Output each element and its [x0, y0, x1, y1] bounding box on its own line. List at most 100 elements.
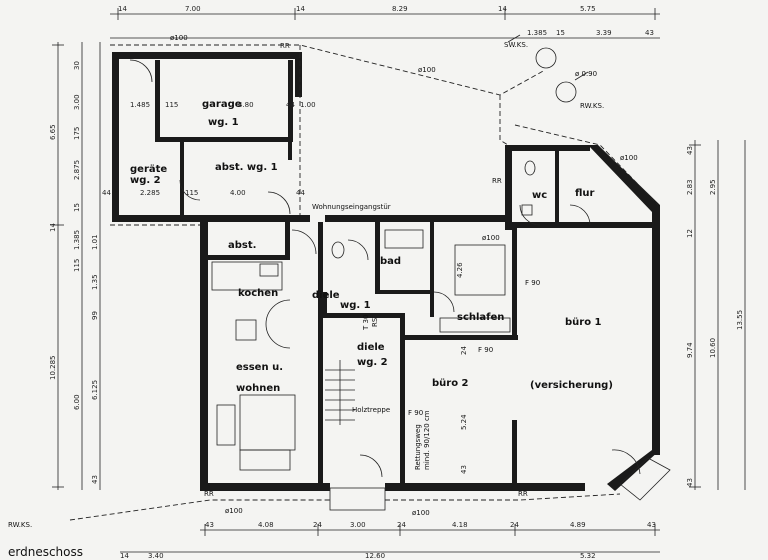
dim-left-outer-2: 10.285 — [49, 356, 57, 381]
label-rr-2: RR — [204, 490, 214, 498]
room-labels: garage wg. 1 geräte wg. 2 abst. wg. 1 ab… — [130, 99, 613, 394]
dim-bottom-0: 43 — [205, 521, 214, 529]
dim-left-outer-0: 6.65 — [49, 124, 57, 140]
room-garage-unit: wg. 1 — [208, 117, 239, 128]
room-diele1-unit: wg. 1 — [340, 300, 371, 311]
dim-geraete-row-2: 115 — [185, 189, 198, 197]
room-buero2: büro 2 — [432, 378, 469, 389]
door-abst — [179, 179, 201, 201]
dim-left-outer-1: 14 — [49, 223, 57, 232]
door-kochen — [265, 299, 291, 349]
dim-left-inner-5: 1.385 — [73, 230, 81, 250]
dim-inner-3: 43 — [460, 465, 468, 474]
label-wohnungseingangstuer: Wohnungseingangstür — [312, 203, 391, 211]
dim-left-inner-0: 30 — [73, 61, 81, 70]
label-rr-4: RR — [492, 177, 502, 185]
dim-top-7: 15 — [556, 29, 565, 37]
label-phi100-6: ø100 — [482, 234, 500, 242]
room-schlafen: schlafen — [457, 312, 504, 323]
fixtures — [211, 160, 671, 511]
dim-bottom-5: 4.18 — [452, 521, 468, 529]
walls — [112, 52, 660, 491]
dim-left-inner-6: 1.01 — [91, 234, 99, 250]
dim-bottom-total-1: 3.40 — [148, 552, 164, 560]
left-dimensions: 6.65 14 10.285 30 3.00 175 2.875 15 1.38… — [49, 61, 99, 484]
sofa — [239, 449, 291, 471]
dim-left-inner-3: 2.875 — [73, 160, 81, 180]
buero1-steps — [619, 457, 671, 501]
dim-right-1: 2.83 — [686, 179, 694, 195]
label-phi100-4: ø100 — [225, 507, 243, 515]
room-diele2: diele — [357, 342, 385, 353]
plan-title: erdneschoss — [8, 545, 83, 559]
dim-bottom-6: 24 — [510, 521, 519, 529]
dim-right-0: 43 — [686, 146, 694, 155]
label-rettungsweg: Rettungsweg — [414, 424, 422, 470]
dim-top-1: 7.00 — [185, 5, 201, 13]
dim-geraete-row-1: 2.285 — [140, 189, 160, 197]
room-abst-wg1: abst. wg. 1 — [215, 162, 278, 173]
room-kochen: kochen — [238, 288, 278, 299]
dim-top-0: 14 — [118, 5, 127, 13]
dim-top-2: 14 — [296, 5, 305, 13]
bottom-dimensions: 43 4.08 24 3.00 24 4.18 24 4.89 43 14 3.… — [120, 521, 656, 560]
dim-left-inner-10: 6.00 — [73, 394, 81, 410]
dim-top-9: 43 — [645, 29, 654, 37]
dim-top-6: 1.385 — [527, 29, 547, 37]
dim-garage-row-0: 1.485 — [130, 101, 150, 109]
door-entrance — [291, 229, 317, 255]
dim-left-inner-12: 43 — [91, 475, 99, 484]
label-phi100-2: ø100 — [418, 66, 436, 74]
bathtub — [384, 229, 424, 249]
label-holztreppe: Holztreppe — [352, 406, 390, 414]
armchair — [216, 404, 236, 446]
dim-inner-1: 5.24 — [460, 414, 468, 430]
site-lines — [69, 44, 659, 521]
dim-garage-row-4: 1.00 — [300, 101, 316, 109]
dim-top-8: 3.39 — [596, 29, 612, 37]
door-wc — [519, 204, 541, 226]
room-abst: abst. — [228, 240, 256, 251]
room-diele2-unit: wg. 2 — [357, 357, 388, 368]
manhole-right — [555, 81, 577, 103]
label-phi100-1: ø100 — [170, 34, 188, 42]
label-rs: RS — [371, 317, 379, 327]
annotations: Wohnungseingangstür Holztreppe Rettungsw… — [8, 34, 638, 559]
room-wohnen: wohnen — [236, 383, 280, 394]
dim-right-2: 2.95 — [709, 179, 717, 195]
dim-left-inner-4: 15 — [73, 203, 81, 212]
dim-bottom-1: 4.08 — [258, 521, 274, 529]
dim-bottom-2: 24 — [313, 521, 322, 529]
dining-table — [235, 319, 257, 341]
dim-garage-row-1: 115 — [165, 101, 178, 109]
dim-inner-2: 24 — [460, 346, 468, 355]
door-flur — [569, 204, 591, 226]
dim-top-5: 5.75 — [580, 5, 596, 13]
door-bad — [347, 239, 369, 261]
door-front — [359, 454, 383, 478]
dim-geraete-row-4: 44 — [296, 189, 305, 197]
label-rr-1: RR — [280, 42, 290, 50]
label-phi090: ø 0.90 — [575, 70, 597, 78]
room-versicherung: (versicherung) — [530, 380, 613, 391]
dim-top-4: 14 — [498, 5, 507, 13]
label-f90-1: F 90 — [525, 279, 540, 287]
dim-bottom-4: 24 — [397, 521, 406, 529]
dim-top-3: 8.29 — [392, 5, 408, 13]
dim-bottom-8: 43 — [647, 521, 656, 529]
label-rr-3: RR — [518, 490, 528, 498]
bad-toilet — [331, 241, 345, 259]
dim-inner-0: 4.26 — [456, 262, 464, 278]
dim-left-inner-7: 115 — [73, 259, 81, 272]
door-abst-wg1 — [267, 191, 291, 215]
wardrobe — [439, 317, 511, 333]
room-flur: flur — [575, 188, 595, 199]
room-geraete: geräte — [130, 164, 167, 175]
dim-left-inner-9: 99 — [91, 311, 99, 320]
dim-garage-row-2: 4.80 — [238, 101, 254, 109]
wc-sink — [521, 204, 533, 216]
dim-left-inner-1: 3.00 — [73, 94, 81, 110]
label-t30: T 30 — [362, 315, 370, 331]
dim-bottom-total-2: 12.60 — [365, 552, 385, 560]
